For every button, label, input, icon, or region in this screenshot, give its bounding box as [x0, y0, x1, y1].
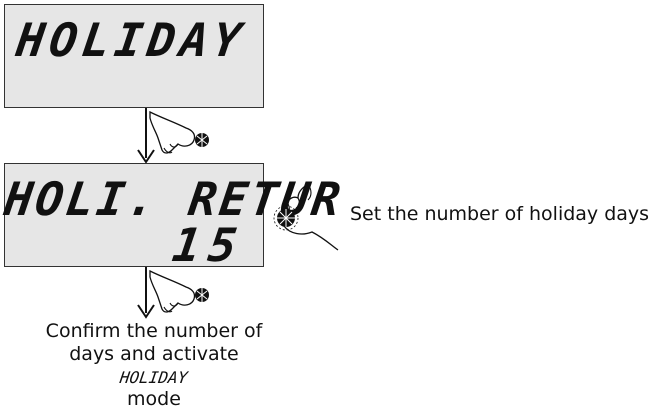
- lcd-text-days-value: 15: [170, 222, 248, 268]
- confirm-line-1: Confirm the number of: [44, 320, 264, 343]
- confirm-line-2: days and activate HOLIDAY: [44, 343, 264, 389]
- confirm-line-2-prefix: days and activate: [69, 343, 239, 365]
- lcd-text-holiday: HOLIDAY: [14, 17, 249, 63]
- press-knob-illustration-1: [120, 108, 220, 166]
- confirm-line-3: mode: [44, 388, 264, 411]
- press-knob-illustration-2: [120, 267, 220, 323]
- turn-knob-illustration: [268, 180, 340, 252]
- lcd-display-holiday: HOLIDAY: [4, 4, 264, 108]
- lcd-display-holiday-return: HOLI. RETUR 15: [4, 163, 264, 267]
- confirm-instruction: Confirm the number of days and activate …: [44, 320, 264, 411]
- holiday-mode-lcd-text: HOLIDAY: [119, 368, 189, 387]
- set-days-instruction: Set the number of holiday days: [350, 203, 649, 226]
